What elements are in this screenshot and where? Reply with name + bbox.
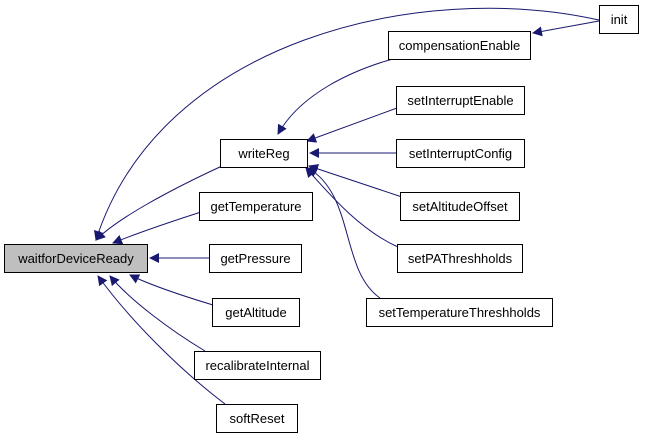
edge-init-to-waitfordeviceready — [93, 7, 600, 241]
edge-setinterruptenable-to-writereg — [306, 107, 398, 143]
node-setinterruptenable[interactable]: setInterruptEnable — [396, 86, 525, 115]
node-setinterruptconfig[interactable]: setInterruptConfig — [396, 139, 525, 168]
node-init[interactable]: init — [599, 5, 639, 34]
node-recalibrateinternal[interactable]: recalibrateInternal — [194, 351, 321, 380]
node-getaltitude[interactable]: getAltitude — [212, 298, 300, 327]
edge-writereg-to-waitfordeviceready — [95, 165, 223, 241]
node-settemperaturethreshholds[interactable]: setTemperatureThreshholds — [366, 298, 553, 327]
node-gettemperature[interactable]: getTemperature — [199, 192, 313, 221]
edge-softreset-to-waitfordeviceready — [97, 275, 226, 405]
edge-recalibrateinternal-to-waitfordeviceready — [109, 275, 206, 352]
node-setaltitudeoffset[interactable]: setAltitudeOffset — [400, 192, 520, 221]
edge-setpathreshholds-to-writereg — [305, 167, 399, 248]
edge-compensationenable-to-writereg — [277, 56, 401, 135]
edge-getaltitude-to-waitfordeviceready — [129, 274, 214, 306]
node-setpathreshholds[interactable]: setPAThreshholds — [397, 244, 523, 273]
edge-init-to-compensationenable — [532, 20, 600, 37]
edge-gettemperature-to-waitfordeviceready — [112, 211, 202, 245]
node-waitfordeviceready: waitforDeviceReady — [4, 244, 148, 273]
edge-setaltitudeoffset-to-writereg — [308, 164, 403, 198]
node-writereg[interactable]: writeReg — [220, 139, 308, 168]
node-softreset[interactable]: softReset — [216, 404, 298, 433]
edge-settemperaturethreshholds-to-writereg — [307, 167, 381, 299]
node-compensationenable[interactable]: compensationEnable — [388, 31, 531, 60]
node-getpressure[interactable]: getPressure — [209, 244, 302, 273]
